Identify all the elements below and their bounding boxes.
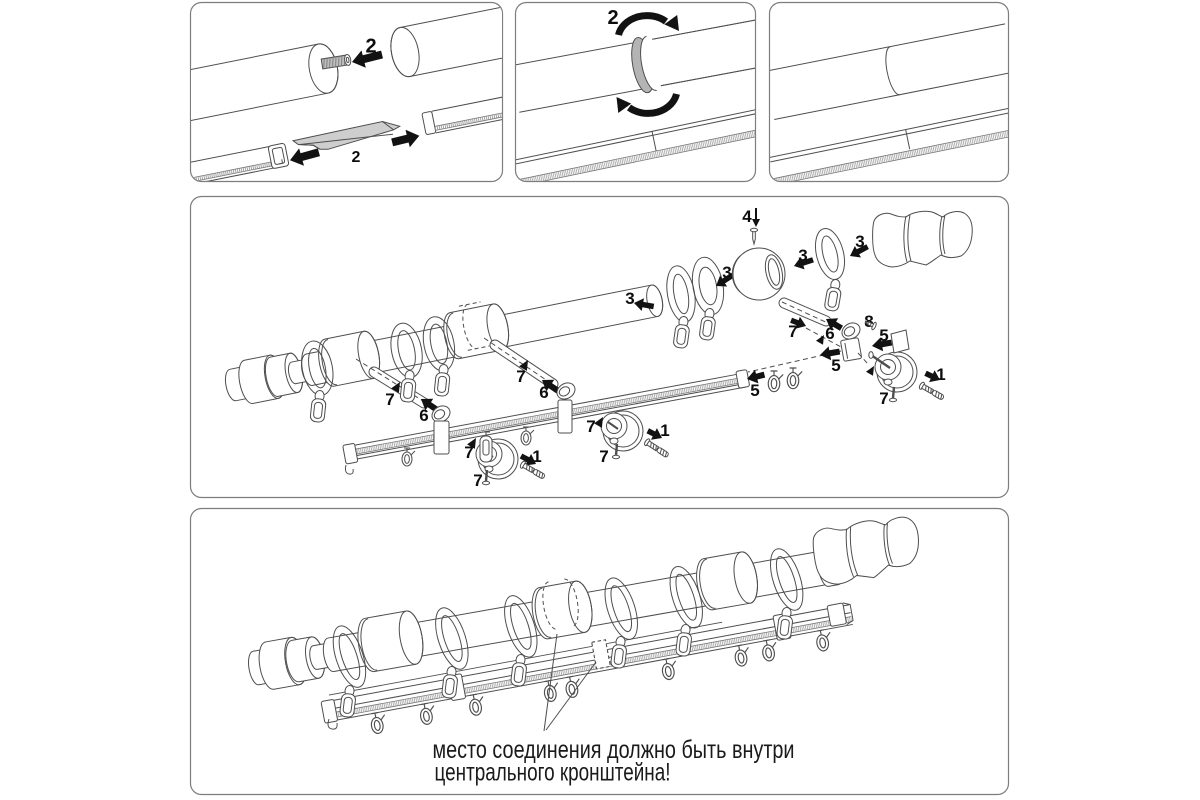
svg-text:центрального кронштейна!: центрального кронштейна! bbox=[435, 759, 671, 787]
svg-text:3: 3 bbox=[798, 246, 807, 265]
svg-text:5: 5 bbox=[750, 381, 759, 400]
svg-text:2: 2 bbox=[365, 36, 376, 58]
svg-text:7: 7 bbox=[473, 471, 482, 490]
svg-text:место соединения должно быть в: место соединения должно быть внутри bbox=[433, 736, 795, 764]
svg-text:1: 1 bbox=[660, 421, 669, 440]
svg-text:7: 7 bbox=[879, 389, 888, 408]
svg-text:7: 7 bbox=[586, 417, 595, 436]
svg-text:6: 6 bbox=[539, 383, 548, 402]
svg-text:1: 1 bbox=[936, 365, 945, 384]
svg-text:2: 2 bbox=[607, 7, 618, 29]
svg-text:7: 7 bbox=[788, 322, 797, 341]
svg-text:3: 3 bbox=[625, 289, 634, 308]
svg-text:7: 7 bbox=[516, 367, 525, 386]
svg-text:5: 5 bbox=[879, 326, 888, 345]
svg-text:7: 7 bbox=[385, 390, 394, 409]
svg-text:1: 1 bbox=[532, 447, 541, 466]
svg-text:3: 3 bbox=[722, 263, 731, 282]
svg-text:4: 4 bbox=[742, 207, 752, 226]
svg-text:7: 7 bbox=[464, 443, 473, 462]
svg-text:3: 3 bbox=[855, 232, 864, 251]
svg-text:6: 6 bbox=[419, 406, 428, 425]
svg-text:6: 6 bbox=[825, 324, 834, 343]
svg-text:2: 2 bbox=[352, 149, 361, 166]
svg-text:7: 7 bbox=[599, 447, 608, 466]
svg-text:5: 5 bbox=[831, 356, 840, 375]
svg-text:8: 8 bbox=[864, 312, 873, 331]
